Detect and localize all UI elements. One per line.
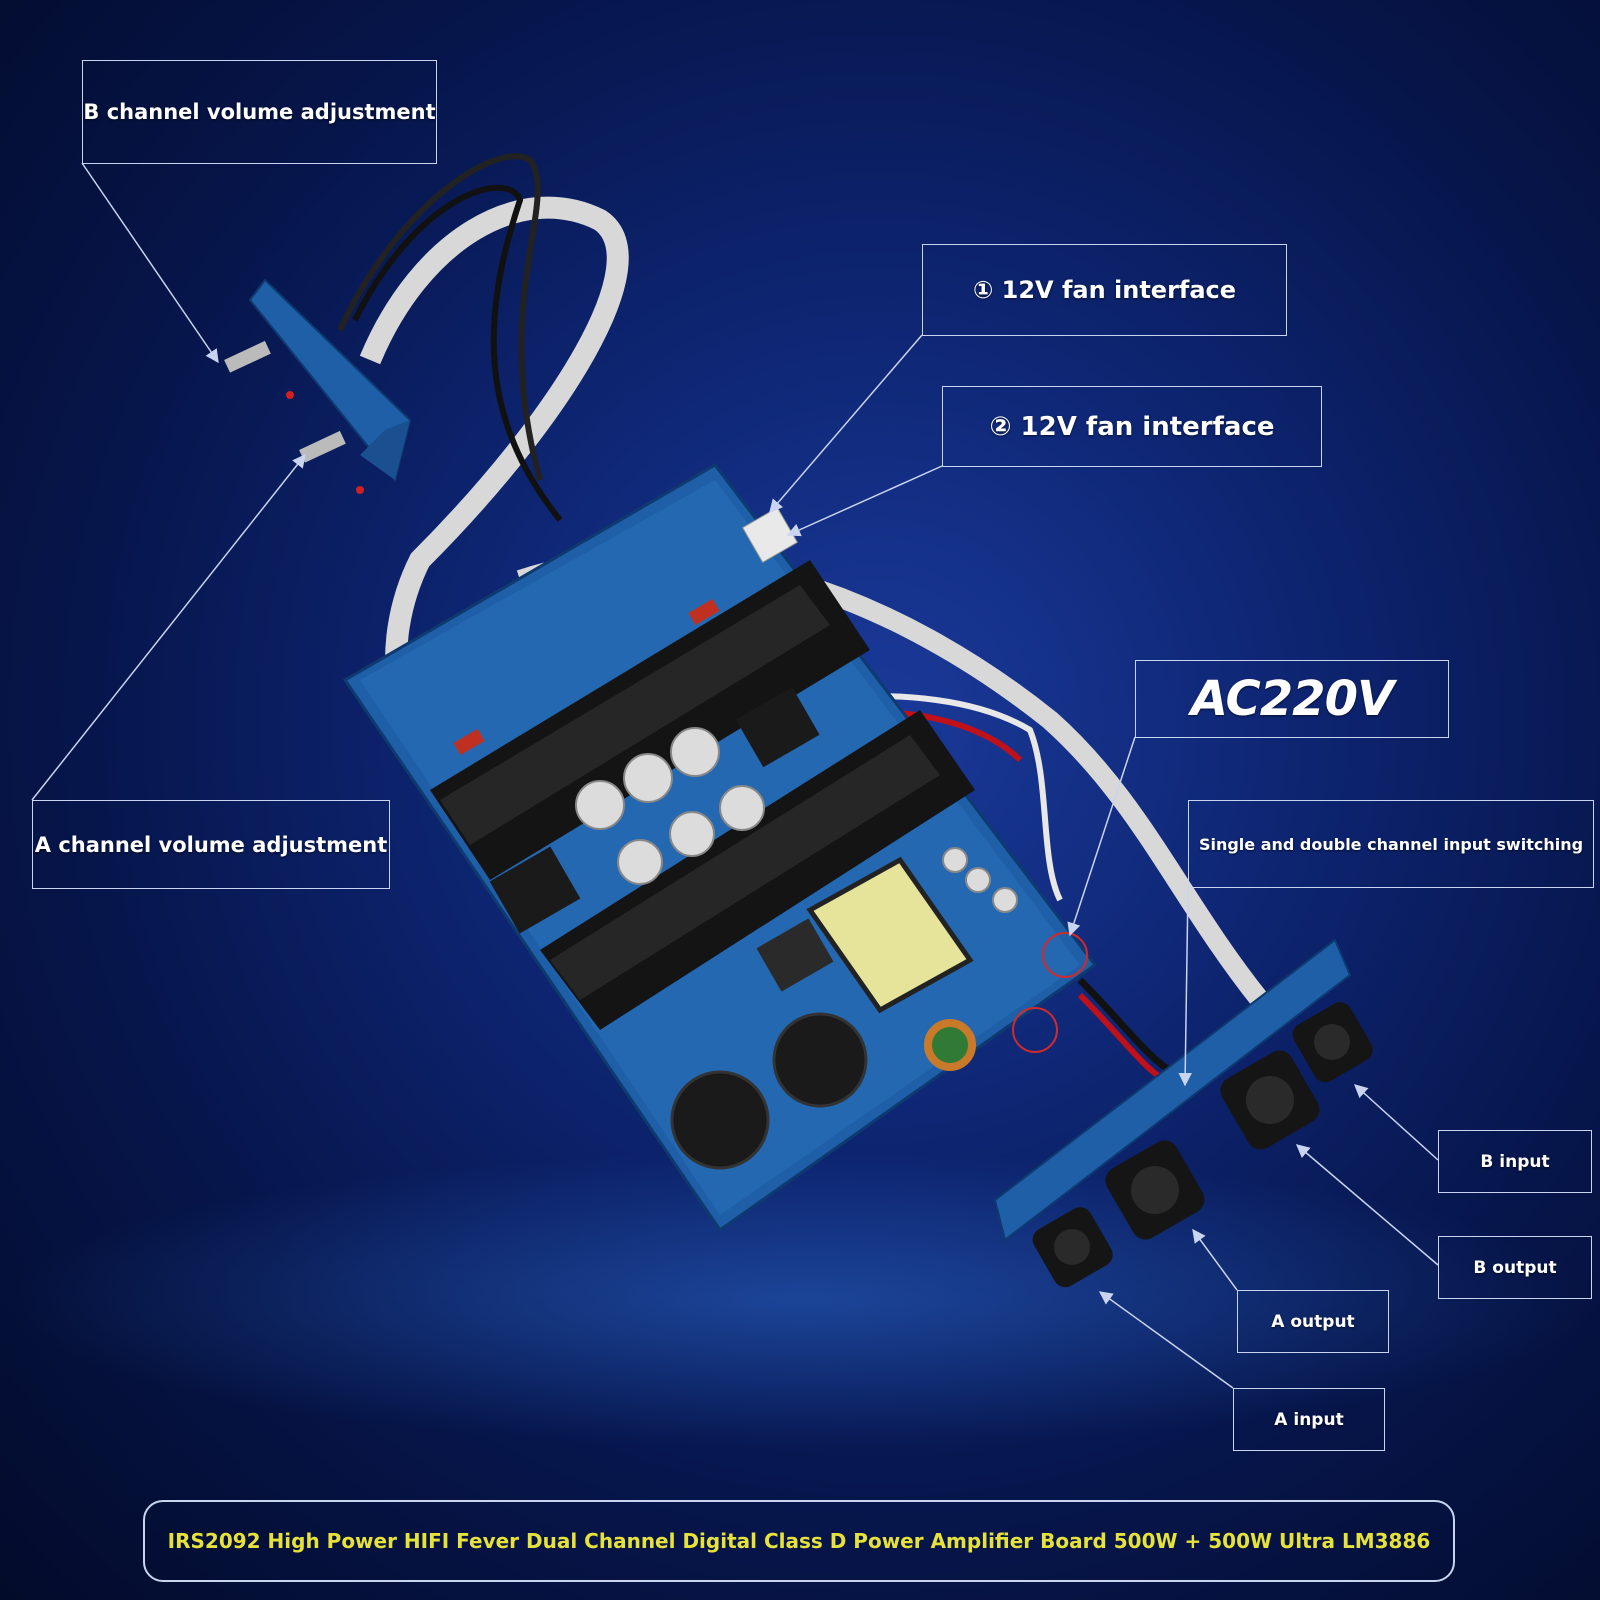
callout-a-channel-volume: A channel volume adjustment xyxy=(32,800,390,889)
callout-fan-interface-2: ② 12V fan interface xyxy=(942,386,1322,467)
callout-b-output: B output xyxy=(1438,1236,1592,1299)
callout-b-input: B input xyxy=(1438,1130,1592,1193)
xlr-connector-board xyxy=(993,938,1373,1288)
callout-label: B input xyxy=(1480,1151,1550,1172)
callout-ac220v: AC220V xyxy=(1135,660,1449,738)
callout-input-switching: Single and double channel input switchin… xyxy=(1188,800,1594,888)
callout-label: B channel volume adjustment xyxy=(83,100,436,124)
callout-label: ① 12V fan interface xyxy=(972,276,1237,304)
callout-label: AC220V xyxy=(1190,671,1394,727)
callout-label: B output xyxy=(1473,1257,1557,1278)
product-title: IRS2092 High Power HIFI Fever Dual Chann… xyxy=(167,1529,1431,1553)
callout-lines xyxy=(31,162,1439,1389)
callout-fan-interface-1: ① 12V fan interface xyxy=(922,244,1287,336)
callout-a-input: A input xyxy=(1233,1388,1385,1451)
product-title-banner: IRS2092 High Power HIFI Fever Dual Chann… xyxy=(143,1500,1455,1582)
volume-control-board xyxy=(224,278,412,494)
callout-label: ② 12V fan interface xyxy=(989,411,1275,442)
callout-a-output: A output xyxy=(1237,1290,1389,1353)
amplifier-board xyxy=(342,463,1098,1233)
callout-b-channel-volume: B channel volume adjustment xyxy=(82,60,437,164)
callout-label: A channel volume adjustment xyxy=(34,832,388,857)
callout-label: A output xyxy=(1271,1311,1355,1332)
callout-label: Single and double channel input switchin… xyxy=(1198,834,1584,854)
callout-label: A input xyxy=(1274,1409,1344,1430)
background-glow xyxy=(0,1150,1600,1450)
